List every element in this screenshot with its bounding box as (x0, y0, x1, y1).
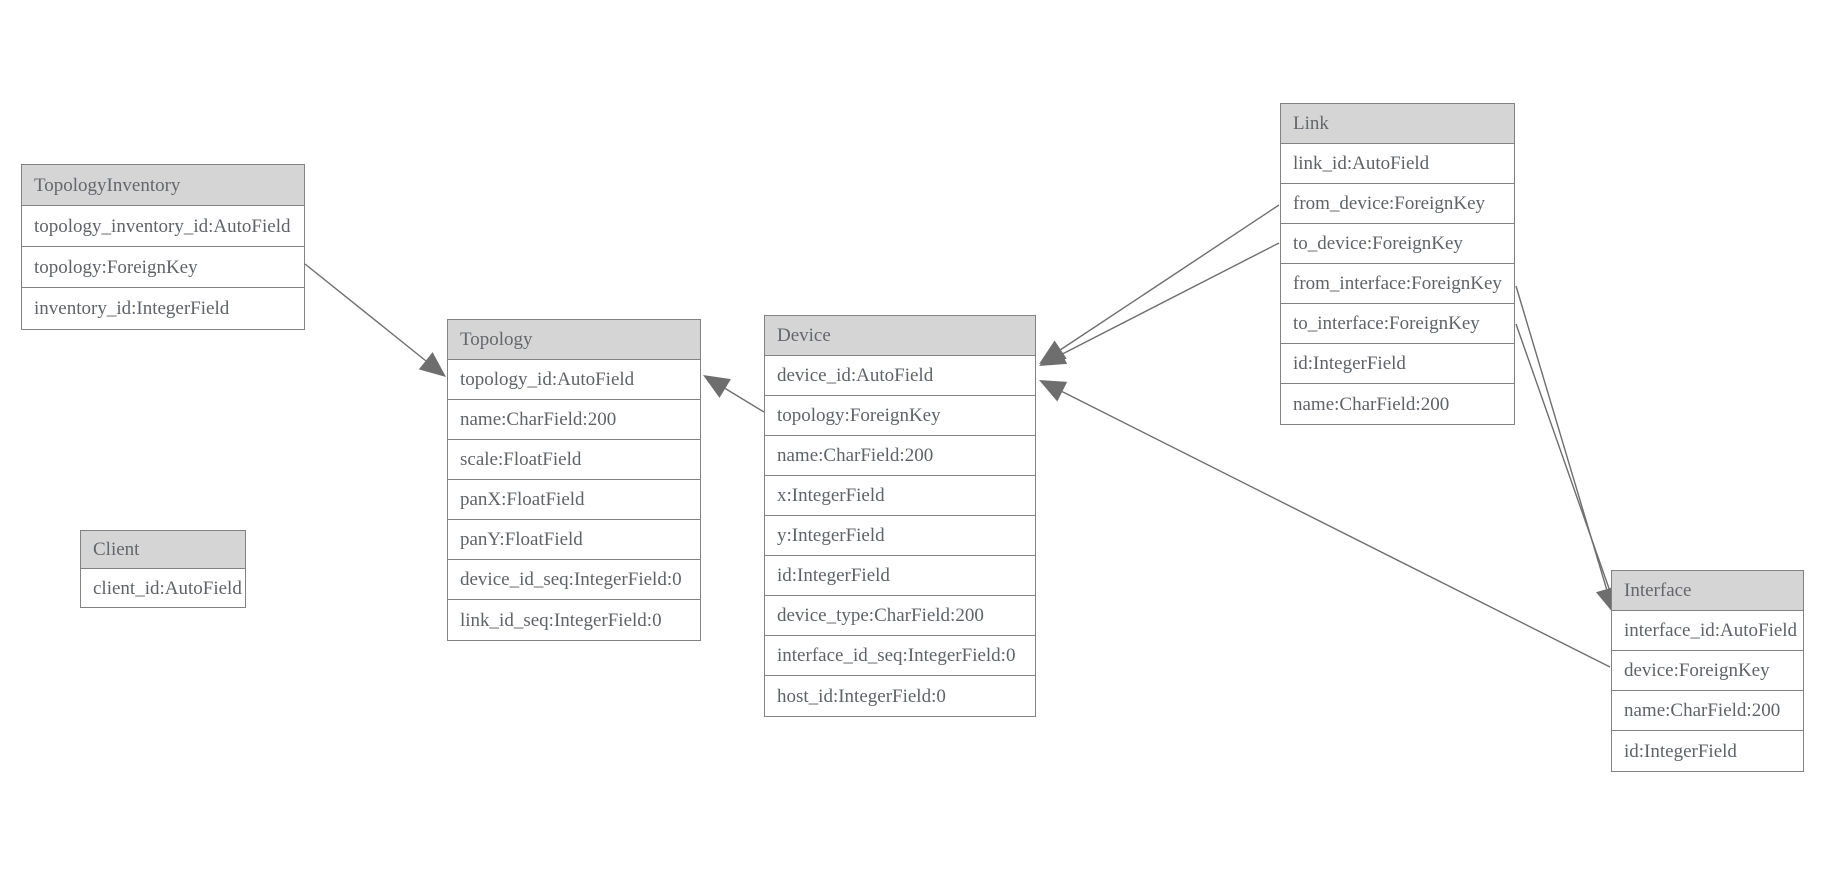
entity-field-row[interactable]: topology:ForeignKey (765, 396, 1035, 436)
entity-field-row[interactable]: name:CharField:200 (1281, 384, 1514, 424)
entity-field-row[interactable]: id:IntegerField (1281, 344, 1514, 384)
entity-field-row[interactable]: link_id:AutoField (1281, 144, 1514, 184)
entity-field-row[interactable]: to_device:ForeignKey (1281, 224, 1514, 264)
entity-field-row[interactable]: from_device:ForeignKey (1281, 184, 1514, 224)
relationship-link-to_device-to-device (1039, 242, 1280, 366)
entity-header-link: Link (1281, 104, 1514, 144)
relationship-line (1061, 242, 1280, 355)
relationship-arrowhead (1039, 344, 1068, 366)
relationship-arrowhead (1039, 380, 1068, 402)
entity-field-row[interactable]: host_id:IntegerField:0 (765, 676, 1035, 716)
entity-field-row[interactable]: name:CharField:200 (448, 400, 700, 440)
relationship-line (1515, 323, 1611, 590)
entity-field-row[interactable]: from_interface:ForeignKey (1281, 264, 1514, 304)
entity-field-row[interactable]: name:CharField:200 (1612, 691, 1803, 731)
relationship-device-to-topology (703, 375, 765, 413)
entity-field-row[interactable]: panX:FloatField (448, 480, 700, 520)
entity-field-row[interactable]: interface_id:AutoField (1612, 611, 1803, 651)
relationship-line (1061, 391, 1611, 668)
relationship-line (1515, 285, 1608, 590)
entity-field-row[interactable]: y:IntegerField (765, 516, 1035, 556)
entity-field-row[interactable]: x:IntegerField (765, 476, 1035, 516)
entity-field-row[interactable]: device_id:AutoField (765, 356, 1035, 396)
relationship-arrowhead (703, 375, 731, 398)
entity-header-device: Device (765, 316, 1035, 356)
entity-field-row[interactable]: id:IntegerField (1612, 731, 1803, 771)
relationship-link-from_device-to-device (1039, 204, 1280, 364)
entity-field-row[interactable]: topology_inventory_id:AutoField (22, 206, 304, 247)
entity-header-interface: Interface (1612, 571, 1803, 611)
entity-header-topology_inventory: TopologyInventory (22, 165, 304, 206)
entity-field-row[interactable]: client_id:AutoField (81, 569, 245, 607)
entity-field-row[interactable]: name:CharField:200 (765, 436, 1035, 476)
relationship-line (1060, 204, 1280, 351)
relationship-link-to_interface-to-interface (1515, 323, 1620, 614)
entity-header-topology: Topology (448, 320, 700, 360)
entity-field-row[interactable]: device_type:CharField:200 (765, 596, 1035, 636)
entity-field-row[interactable]: inventory_id:IntegerField (22, 288, 304, 329)
entity-field-row[interactable]: scale:FloatField (448, 440, 700, 480)
entity-field-row[interactable]: panY:FloatField (448, 520, 700, 560)
relationship-topology_inventory-to-topology (304, 263, 446, 377)
relationship-arrowhead (1039, 340, 1067, 364)
entity-header-client: Client (81, 531, 245, 569)
entity-field-row[interactable]: topology_id:AutoField (448, 360, 700, 400)
entity-field-row[interactable]: to_interface:ForeignKey (1281, 304, 1514, 344)
relationship-line (724, 387, 765, 413)
relationship-arrowhead (418, 352, 446, 377)
entity-field-row[interactable]: device:ForeignKey (1612, 651, 1803, 691)
entity-field-row[interactable]: id:IntegerField (765, 556, 1035, 596)
relationship-line (304, 263, 427, 362)
entity-field-row[interactable]: device_id_seq:IntegerField:0 (448, 560, 700, 600)
entity-field-row[interactable]: topology:ForeignKey (22, 247, 304, 288)
relationship-link-from_interface-to-interface (1515, 285, 1618, 614)
entity-field-row[interactable]: link_id_seq:IntegerField:0 (448, 600, 700, 640)
entity-field-row[interactable]: interface_id_seq:IntegerField:0 (765, 636, 1035, 676)
